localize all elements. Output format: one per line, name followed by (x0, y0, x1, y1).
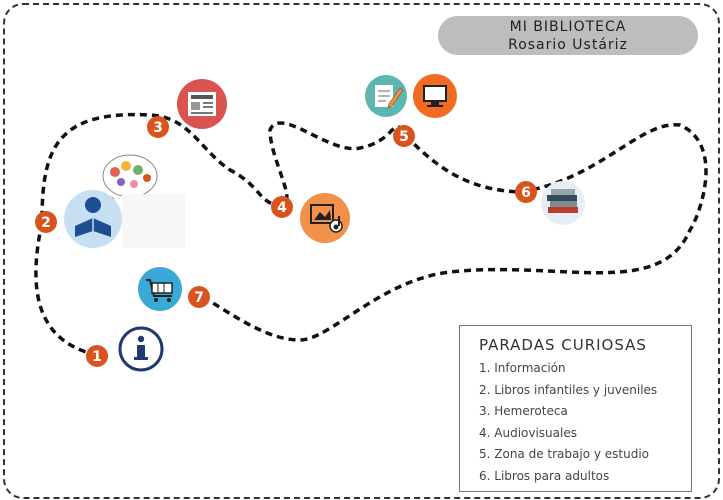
stop-number-5: 5 (399, 129, 409, 145)
stop-2-children-books[interactable] (64, 190, 122, 248)
stop-1-info[interactable] (118, 326, 164, 372)
thought-bubble (102, 154, 158, 210)
stop-marker-4: 4 (271, 196, 293, 218)
audiovisual-icon (310, 204, 343, 233)
computer-icon (423, 85, 447, 107)
legend-box: PARADAS CURIOSAS 1. Información 2. Libro… (459, 325, 692, 492)
route-path (34, 112, 708, 357)
stop-marker-5: 5 (393, 125, 415, 147)
stop-number-6: 6 (521, 185, 531, 201)
info-icon (134, 335, 148, 360)
page-title: MI BIBLIOTECA (509, 19, 627, 35)
stop-marker-1: 1 (86, 345, 108, 367)
legend-item: 4. Audiovisuales (479, 425, 577, 440)
stop-marker-6: 6 (515, 181, 537, 203)
notepad-pencil-icon (375, 85, 404, 109)
legend-item: 6. Libros para adultos (479, 468, 610, 483)
legend-item: 1. Información (479, 361, 566, 375)
title-pill: MI BIBLIOTECA Rosario Ustáriz (438, 16, 698, 55)
legend-item: 3. Hemeroteca (479, 404, 568, 418)
stop-marker-7: 7 (188, 286, 210, 308)
stop-5-computer[interactable] (413, 74, 457, 118)
stop-marker-2: 2 (35, 211, 57, 233)
stop-number-3: 3 (153, 120, 163, 136)
reading-child-icon (75, 197, 111, 237)
shopping-cart-icon (146, 279, 173, 302)
legend-list: 1. Información 2. Libros infantiles y ju… (479, 358, 691, 487)
stop-7-cart[interactable] (138, 267, 182, 311)
image-placeholder (122, 194, 185, 248)
stop-number-2: 2 (41, 215, 51, 231)
page-subtitle: Rosario Ustáriz (508, 37, 628, 53)
stop-marker-3: 3 (147, 116, 169, 138)
legend-item: 2. Libros infantiles y juveniles (479, 382, 658, 397)
legend-title: PARADAS CURIOSAS (479, 336, 647, 354)
stop-number-7: 7 (194, 290, 204, 306)
stop-5-notepad[interactable] (365, 75, 407, 117)
stop-number-1: 1 (92, 349, 102, 365)
books-icon (547, 189, 578, 213)
stop-4-audiovisual[interactable] (300, 193, 350, 243)
stop-3-newspapers[interactable] (177, 79, 227, 129)
stop-number-4: 4 (277, 200, 287, 216)
stop-6-adult-books[interactable] (541, 181, 585, 225)
legend-item: 5. Zona de trabajo y estudio (479, 447, 650, 461)
newspaper-icon (188, 92, 216, 116)
map-frame (3, 3, 720, 499)
